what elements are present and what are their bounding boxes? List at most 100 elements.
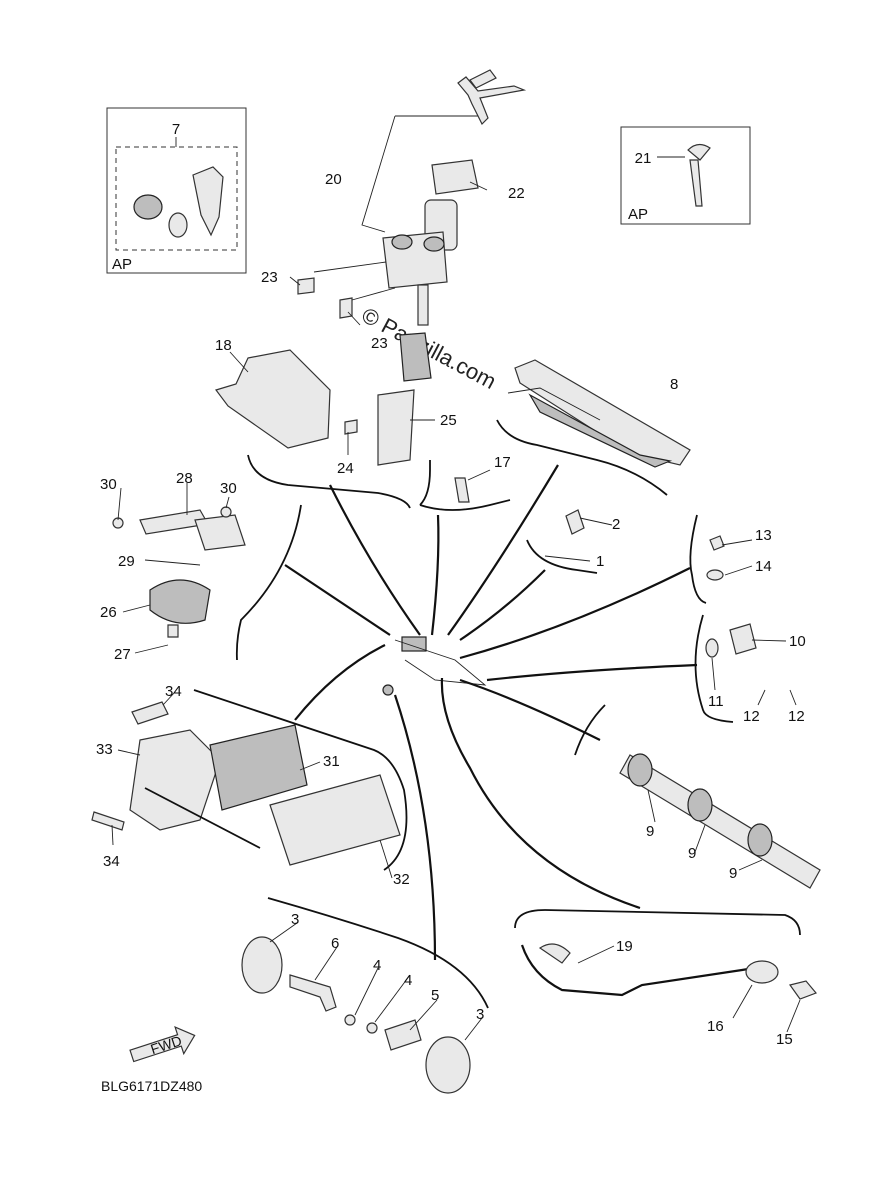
callout-15: 15 [776,1031,793,1048]
key-icon [457,76,527,126]
lower-right-group [520,943,818,1000]
switch-shaft-icon [417,284,429,326]
stay-6-icon [289,974,337,1012]
bolt-24-icon [344,419,358,435]
harness-connector-icon [401,636,427,652]
lower-left-group [91,701,401,866]
callout-25: 25 [440,412,457,429]
part-11-icon [705,638,719,658]
central-harness [382,636,487,696]
callout-5: 5 [431,987,439,1004]
switch-hole-icon-2 [423,236,445,252]
callout-33: 33 [96,741,113,758]
sensor-15-icon [788,980,818,1000]
callout-9-3: 9 [729,865,737,882]
callout-29: 29 [118,553,135,570]
callout-28: 28 [176,470,193,487]
bracket-33-icon [129,729,221,831]
switch-sleeve-icon [377,389,415,466]
callout-18: 18 [215,337,232,354]
callout-34-top: 34 [165,683,182,700]
bolt-23-left-icon [297,277,315,295]
meter-bezel-icon [528,393,673,468]
part-13-icon [709,535,725,551]
bracket-29-icon [194,514,246,551]
unit-32-icon [269,774,401,866]
callout-19: 19 [616,938,633,955]
callout-4-left: 4 [373,957,381,974]
callout-3-right: 3 [476,1006,484,1023]
callout-27: 27 [114,646,131,663]
callout-23-left: 23 [261,269,278,286]
callout-1: 1 [596,553,604,570]
main-switch-assembly [297,69,527,466]
ap-label-2: AP [628,206,648,223]
meter-assembly [514,359,691,468]
callout-3-left: 3 [291,911,299,928]
switch-hole-icon [391,234,413,250]
bracket-18 [215,349,331,449]
nut-4-right-icon [366,1022,378,1034]
switch-cover-dark-icon [399,332,432,382]
switch-9-2-icon [687,788,713,822]
sensor-16-icon [745,960,779,984]
callout-10: 10 [789,633,806,650]
callout-16: 16 [707,1018,724,1035]
ap-label-1: AP [112,256,132,273]
nut-4-left-icon [344,1014,356,1026]
callout-8: 8 [670,376,678,393]
lock-cylinder-icon [133,194,163,220]
harness-grommet-icon [382,684,394,696]
callout-4-right: 4 [404,972,412,989]
callout-30-left: 30 [100,476,117,493]
callout-12-left: 12 [743,708,760,725]
callout-2: 2 [612,516,620,533]
meter-frame-icon [514,359,691,466]
sensor-2-icon [565,509,585,535]
leader-lines [111,181,801,1041]
callout-21: 21 [635,150,652,167]
part-10-icon [729,623,757,655]
ap-box-key-blank: 21 AP [620,126,751,225]
handlebar-switch-group [619,753,821,889]
left-parts-group [112,506,246,638]
callout-30-right: 30 [220,480,237,497]
ap-box-ignition-lock-set: 7 AP [106,107,247,274]
clamp-19-icon [538,943,571,964]
drawing-code: BLG6171DZ480 [101,1078,202,1094]
callout-17: 17 [494,454,511,471]
callout-34-bottom: 34 [103,853,120,870]
callout-26: 26 [100,604,117,621]
callout-12-right: 12 [788,708,805,725]
key-blade-icon [689,159,703,207]
callout-20: 20 [325,171,342,188]
callout-9-2: 9 [688,845,696,862]
callout-22: 22 [508,185,525,202]
callout-32: 32 [393,871,410,888]
reflector-3-right-icon [425,1036,471,1094]
key-icon-2 [469,69,497,89]
unit-31-icon [209,724,308,811]
callout-9-1: 9 [646,823,654,840]
clip-34-top-icon [131,701,169,725]
forward-arrow: FWD [129,1026,196,1063]
callout-11: 11 [708,693,724,710]
bolt-30-right-icon [220,506,232,518]
sensor-17-icon [454,477,470,503]
fwd-arrow-icon [129,1026,196,1063]
horn-26-icon [149,579,211,624]
ecu-bracket-icon [215,349,331,449]
callout-23-right: 23 [371,335,388,352]
bolt-27-icon [167,624,179,638]
clip-34-bottom-icon [91,811,125,831]
callout-24: 24 [337,460,354,477]
wire-runs [284,464,698,961]
fwd-label: FWD [148,1032,183,1057]
part-14-icon [706,569,724,581]
grouping-brackets [144,419,801,1009]
lock-cylinder-small-icon [168,212,188,238]
callout-7: 7 [172,121,180,138]
callout-14: 14 [755,558,772,575]
callout-31: 31 [323,753,340,770]
